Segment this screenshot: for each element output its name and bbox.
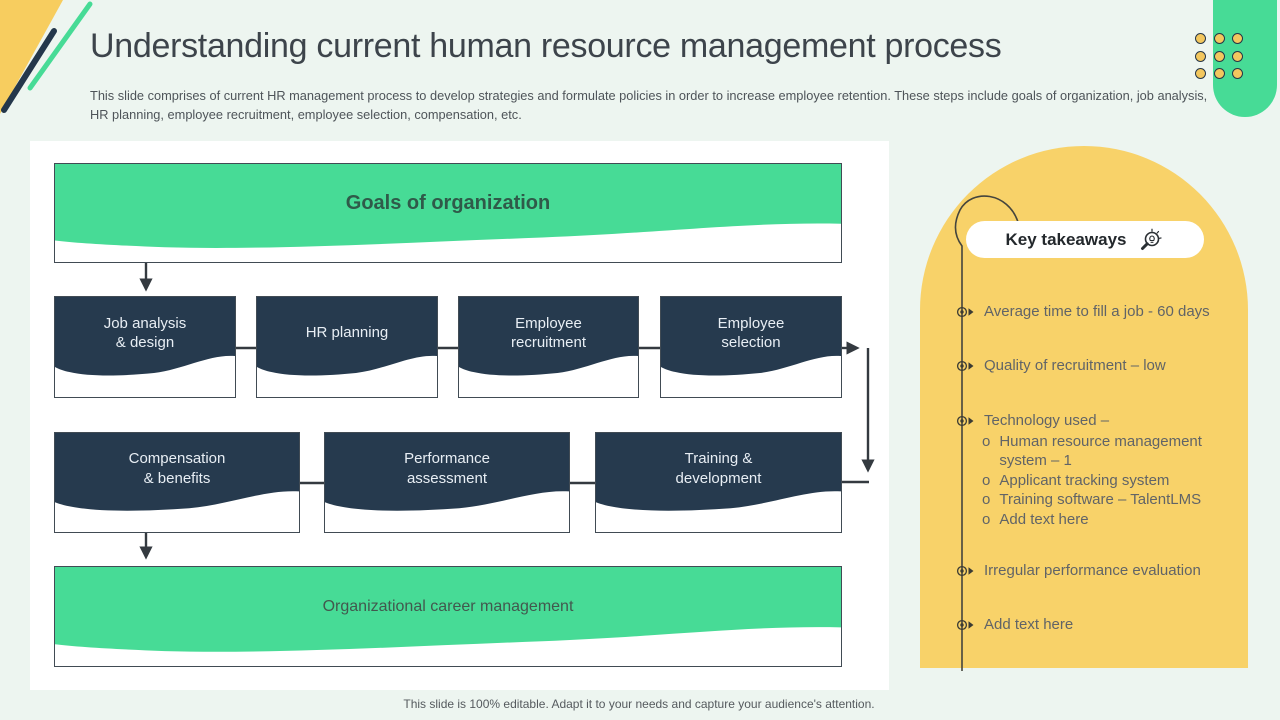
sub-takeaway-text: Training software – TalentLMS (999, 491, 1202, 509)
sub-takeaway-text: Human resource management system – 1 (999, 433, 1202, 470)
process-diagram-panel: Goals of organization Job analysis & des… (30, 141, 889, 690)
node-label: Job analysis & design (103, 314, 187, 352)
circle-dot-arrow-icon (956, 306, 974, 317)
sub-bullet-marker: o (982, 491, 991, 509)
page-title: Understanding current human resource man… (90, 27, 1002, 65)
dot-decoration (1195, 50, 1206, 62)
dot-decoration (1232, 68, 1243, 79)
takeaway-text: Add text here (984, 616, 1074, 633)
node-job-analysis-design[interactable]: Job analysis & design (54, 296, 236, 398)
node-label: Organizational career management (322, 597, 574, 615)
magnifier-bulb-icon (1141, 228, 1163, 250)
green-wave-shape (55, 164, 841, 248)
dot-decoration (1213, 68, 1225, 79)
key-takeaways-header[interactable]: Key takeaways (966, 221, 1204, 258)
takeaway-text: Quality of recruitment – low (984, 357, 1166, 374)
node-compensation-benefits[interactable]: Compensation & benefits (54, 432, 300, 533)
circle-dot-arrow-icon (956, 565, 974, 576)
sub-takeaway-item: o Applicant tracking system (982, 471, 1220, 490)
key-takeaways-label: Key takeaways (1005, 229, 1127, 249)
node-training-development[interactable]: Training & development (595, 432, 842, 533)
node-employee-selection[interactable]: Employee selection (660, 296, 842, 398)
takeaway-text: Average time to fill a job - 60 days (984, 303, 1210, 320)
node-label: HR planning (305, 324, 389, 342)
node-employee-recruitment[interactable]: Employee recruitment (458, 296, 639, 398)
node-label: Training & development (675, 450, 762, 487)
corner-triangle-decoration (0, 0, 63, 114)
sub-takeaway-item: o Human resource management system – 1 (982, 432, 1220, 471)
node-label: Goals of organization (345, 191, 551, 214)
node-label: Employee recruitment (510, 314, 587, 352)
node-goals-of-organization[interactable]: Goals of organization (54, 163, 842, 263)
green-wave-shape (55, 567, 841, 652)
takeaway-item: Add text here (950, 616, 1240, 633)
sub-bullet-marker: o (982, 433, 991, 450)
node-label: Employee selection (717, 314, 785, 352)
dot-decoration (1232, 33, 1243, 44)
dot-decoration (1232, 50, 1243, 62)
takeaway-item: Irregular performance evaluation (950, 562, 1240, 579)
node-performance-assessment[interactable]: Performance assessment (324, 432, 570, 533)
editable-note: This slide is 100% editable. Adapt it to… (403, 697, 875, 711)
navy-wave-shape (257, 297, 437, 376)
technology-sub-list: o Human resource management system – 1 o… (982, 432, 1220, 529)
sub-bullet-marker: o (982, 471, 991, 489)
navy-wave-shape (661, 297, 841, 376)
node-label: Performance assessment (404, 450, 490, 487)
circle-dot-arrow-icon (956, 619, 974, 630)
takeaway-text: Irregular performance evaluation (984, 562, 1201, 579)
takeaway-item: Technology used – (950, 412, 1240, 429)
dot-decoration (1195, 68, 1206, 79)
slide-description: This slide comprises of current HR manag… (90, 88, 1208, 122)
circle-dot-arrow-icon (956, 360, 974, 371)
circle-dot-arrow-icon (956, 415, 974, 426)
navy-wave-shape (55, 297, 235, 376)
navy-wave-shape (55, 433, 299, 511)
takeaway-item: Average time to fill a job - 60 days (950, 303, 1240, 320)
sub-takeaway-item: o Training software – TalentLMS (982, 490, 1220, 509)
takeaway-item: Quality of recruitment – low (950, 357, 1240, 374)
node-organizational-career-management[interactable]: Organizational career management (54, 566, 842, 667)
sub-takeaway-text: Add text here (999, 510, 1089, 528)
navy-wave-shape (325, 433, 569, 511)
dot-decoration (1195, 33, 1206, 44)
dot-decoration (1213, 50, 1225, 62)
node-hr-planning[interactable]: HR planning (256, 296, 438, 398)
takeaway-text: Technology used – (984, 412, 1110, 429)
sub-bullet-marker: o (982, 510, 991, 528)
sub-takeaway-item: o Add text here (982, 510, 1220, 529)
navy-wave-shape (459, 297, 638, 376)
dots-grid-decoration (1195, 33, 1243, 79)
dot-decoration (1213, 33, 1225, 44)
sub-takeaway-text: Applicant tracking system (999, 471, 1170, 489)
node-label: Compensation & benefits (128, 450, 226, 487)
navy-wave-shape (596, 433, 841, 511)
